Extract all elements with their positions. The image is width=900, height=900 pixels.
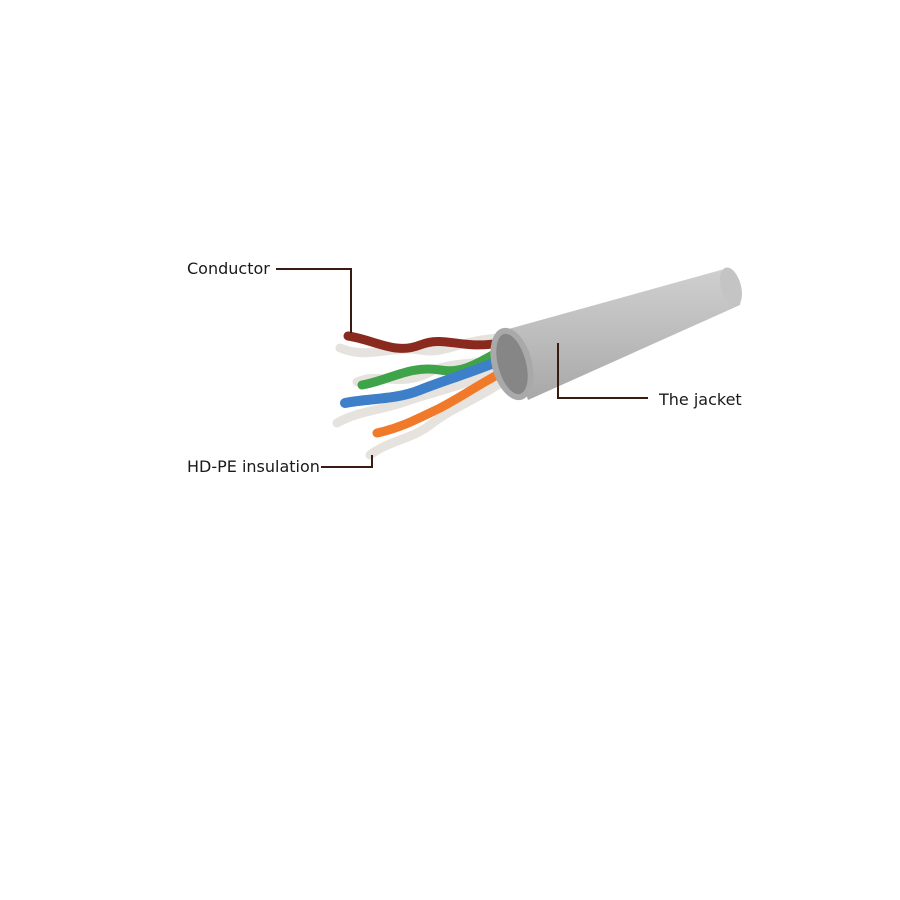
twisted-pairs xyxy=(332,331,530,460)
cable-jacket xyxy=(490,267,742,401)
wire-brown xyxy=(343,331,505,353)
wire-blue xyxy=(340,347,525,408)
wire-blue-white xyxy=(332,355,525,428)
leader-lines xyxy=(276,268,648,468)
conductor-label: Conductor xyxy=(187,259,270,278)
jacket-leader xyxy=(557,343,648,399)
jacket-label: The jacket xyxy=(658,390,742,409)
insulation-label: HD-PE insulation xyxy=(187,457,320,476)
conductor-leader xyxy=(276,268,352,333)
insulation-leader xyxy=(321,455,373,468)
wire-orange-white xyxy=(365,363,527,460)
